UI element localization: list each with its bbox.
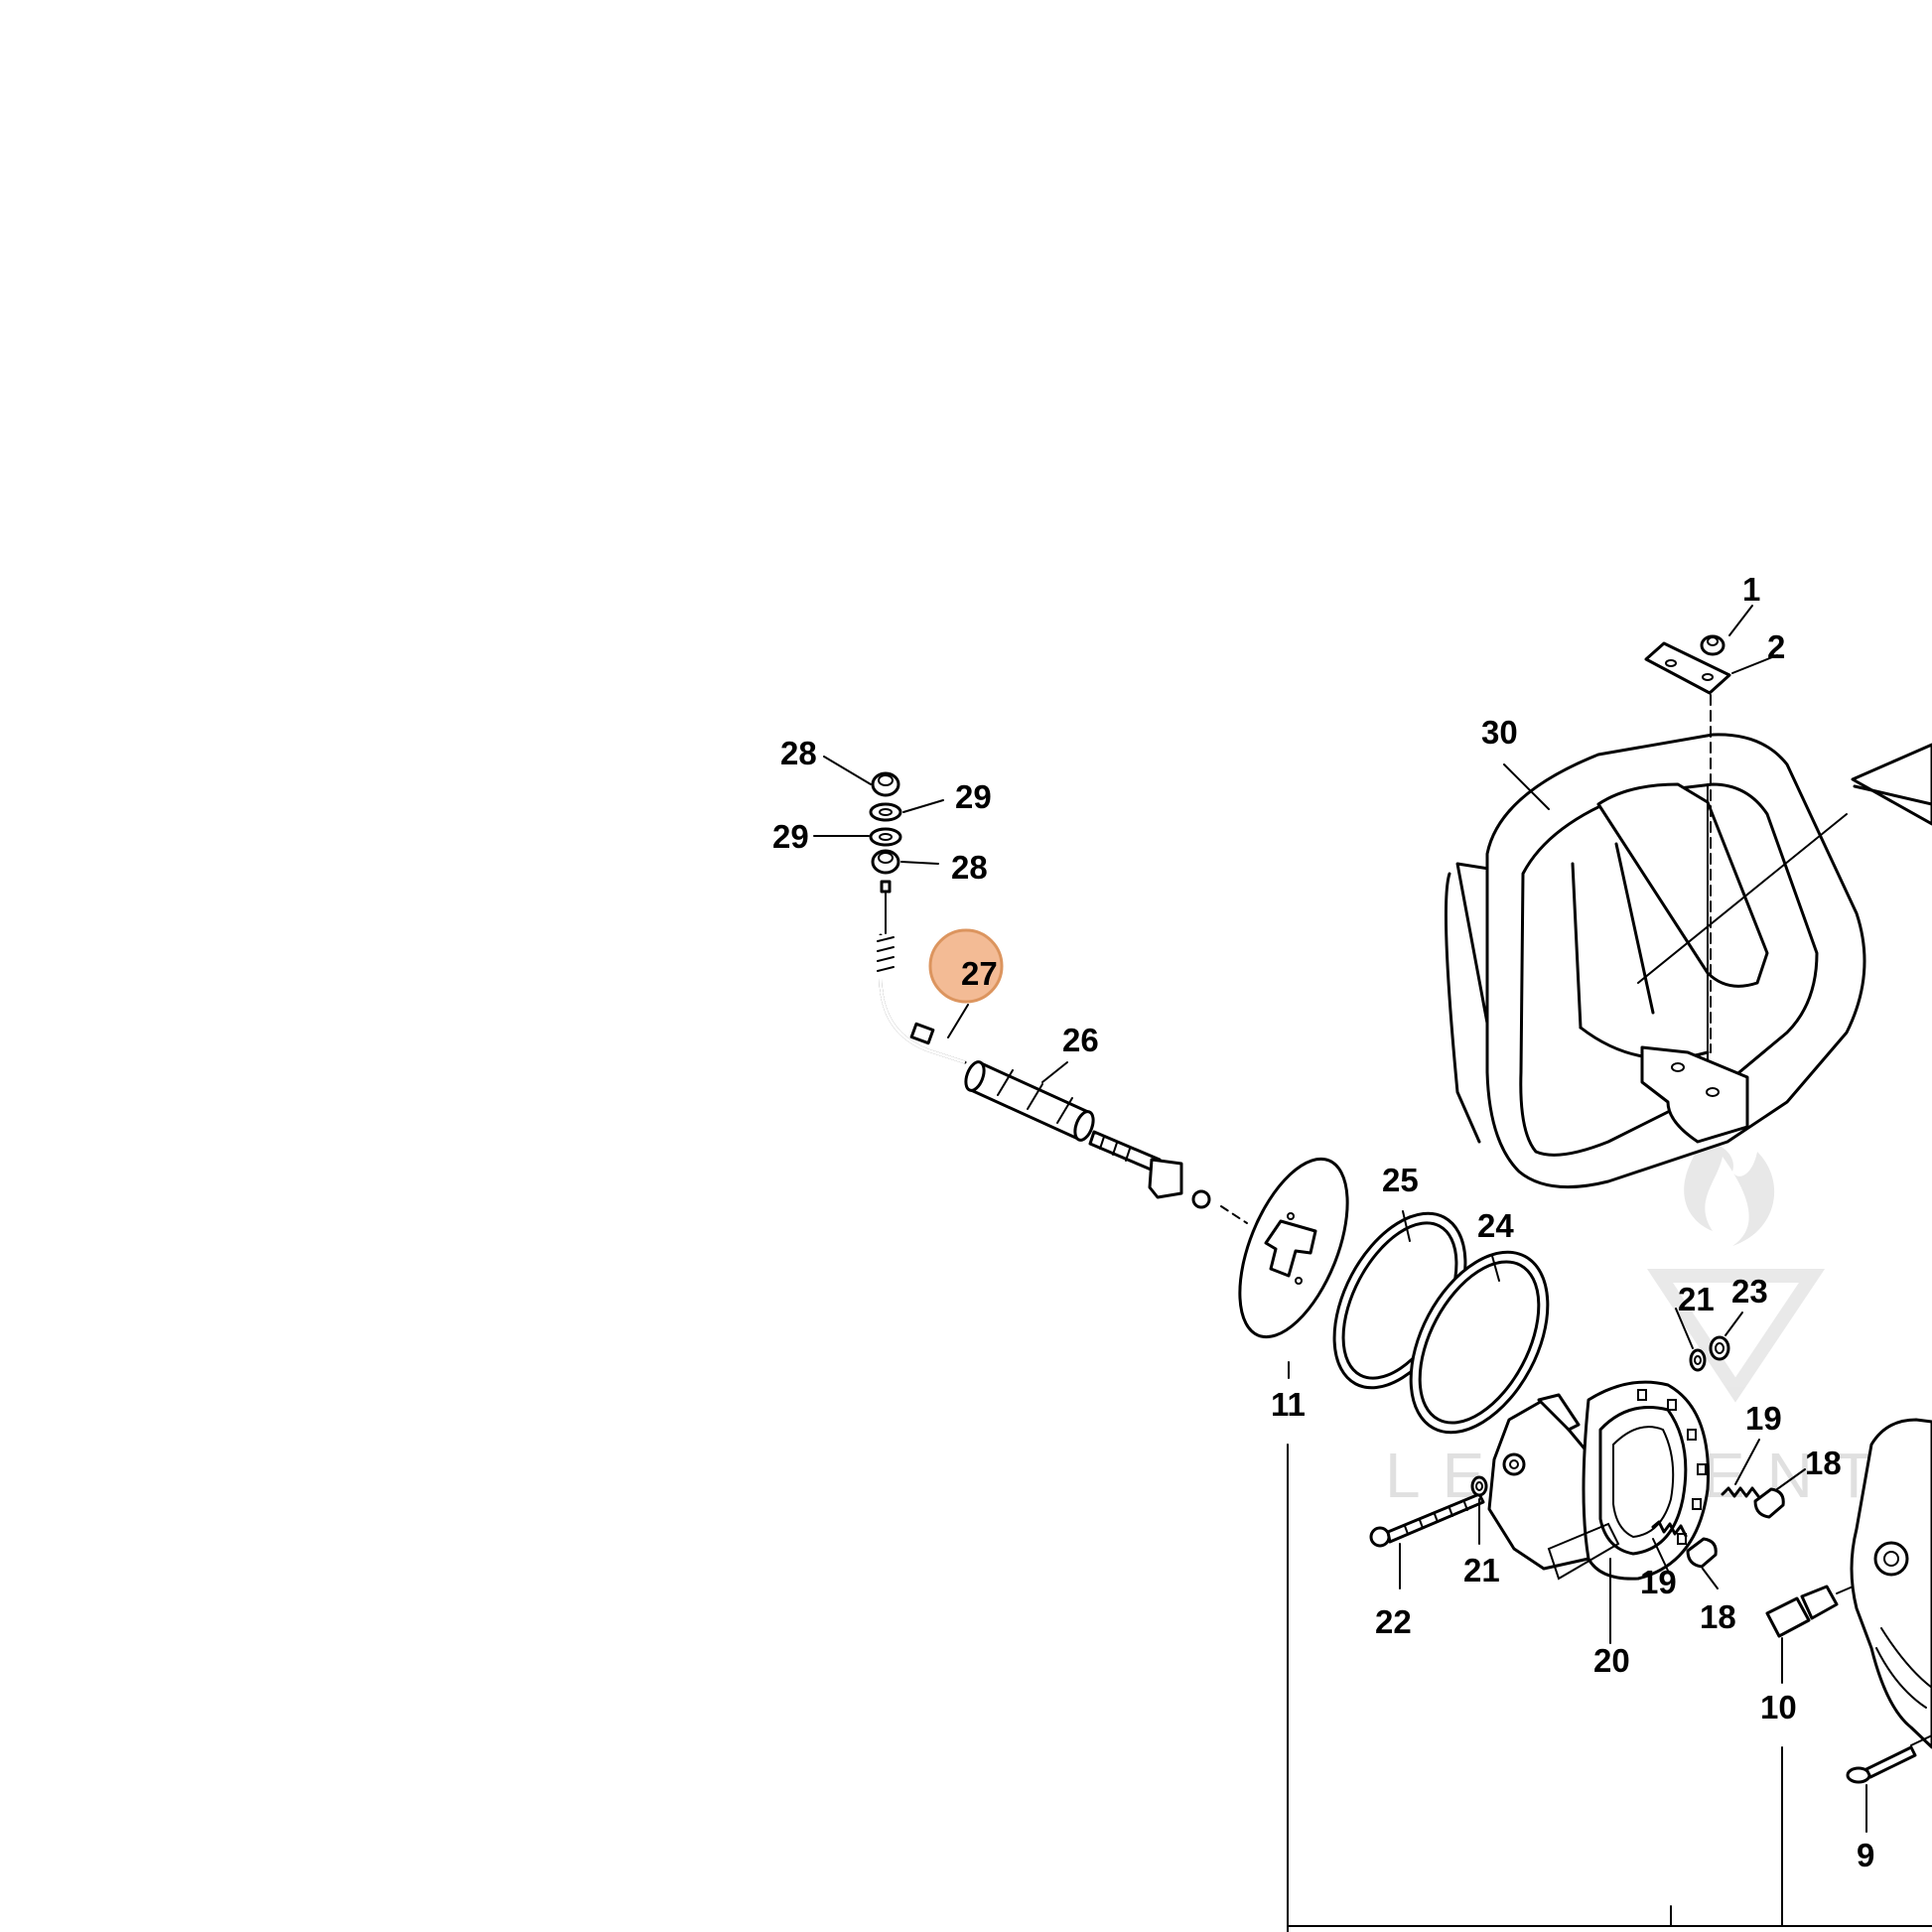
callout-29-left[interactable]: 29 — [772, 818, 809, 855]
callout-29-right[interactable]: 29 — [955, 778, 992, 815]
part-29-washer-top[interactable] — [869, 802, 902, 822]
part-22-screw[interactable] — [1369, 1492, 1485, 1548]
highlight-marker-27[interactable] — [928, 928, 1004, 1004]
part-30-handlebar[interactable] — [1444, 733, 1932, 1189]
callout-1[interactable]: 1 — [1742, 571, 1760, 608]
part-23-nut[interactable] — [1709, 1335, 1730, 1361]
part-2-plate[interactable] — [1644, 641, 1731, 695]
callout-labels: 1 2 30 28 29 29 28 27 26 25 24 11 21 23 … — [772, 571, 1874, 1873]
callout-22[interactable]: 22 — [1375, 1603, 1412, 1640]
part-18-cap-upper[interactable] — [1753, 1487, 1785, 1519]
callout-2[interactable]: 2 — [1767, 628, 1785, 665]
callout-23[interactable]: 23 — [1731, 1273, 1768, 1310]
part-19-spring-lower[interactable] — [1651, 1520, 1688, 1538]
callout-25[interactable]: 25 — [1382, 1162, 1419, 1198]
callout-20[interactable]: 20 — [1593, 1642, 1630, 1679]
callout-24[interactable]: 24 — [1477, 1207, 1514, 1244]
callout-19-lower[interactable]: 19 — [1640, 1564, 1677, 1600]
callout-10[interactable]: 10 — [1760, 1689, 1797, 1725]
callout-28-bottom[interactable]: 28 — [951, 849, 988, 886]
part-29-washer-bottom[interactable] — [869, 827, 902, 847]
callout-21-lower[interactable]: 21 — [1463, 1552, 1500, 1588]
part-1-nut[interactable] — [1700, 634, 1725, 656]
part-27-bent-rod[interactable] — [877, 933, 967, 1064]
part-19-spring-upper[interactable] — [1721, 1486, 1760, 1498]
callout-18-upper[interactable]: 18 — [1805, 1445, 1842, 1481]
callout-21-upper[interactable]: 21 — [1678, 1281, 1715, 1317]
part-21-washer-lower[interactable] — [1470, 1475, 1488, 1497]
stud-tip — [880, 880, 892, 894]
part-28-nut-bottom[interactable] — [871, 849, 900, 875]
callout-11[interactable]: 11 — [1271, 1386, 1306, 1423]
leader-lines — [813, 605, 1932, 1932]
callout-9[interactable]: 9 — [1857, 1837, 1874, 1873]
callout-30[interactable]: 30 — [1481, 714, 1518, 751]
callout-27[interactable]: 27 — [961, 955, 998, 992]
part-11-plate[interactable] — [1218, 1144, 1370, 1351]
callout-18-lower[interactable]: 18 — [1700, 1598, 1736, 1635]
callout-19-upper[interactable]: 19 — [1745, 1400, 1782, 1437]
part-26-sleeve[interactable] — [962, 1059, 1096, 1143]
part-24-gasket[interactable] — [1383, 1229, 1576, 1455]
part-18-cap-lower[interactable] — [1686, 1537, 1718, 1569]
crankcase-partial — [1850, 1418, 1932, 1749]
part-28-nut-top[interactable] — [871, 771, 900, 797]
watermark-chevron-icon — [1646, 1269, 1826, 1403]
adjuster-bolt[interactable] — [1088, 1130, 1248, 1224]
part-20-housing[interactable] — [1487, 1380, 1710, 1581]
part-9-screw[interactable] — [1846, 1734, 1932, 1784]
callout-28-top[interactable]: 28 — [780, 735, 817, 771]
watermark-flame-icon — [1684, 1142, 1775, 1246]
part-21-washer-upper[interactable] — [1689, 1348, 1707, 1372]
callout-26[interactable]: 26 — [1062, 1022, 1099, 1058]
